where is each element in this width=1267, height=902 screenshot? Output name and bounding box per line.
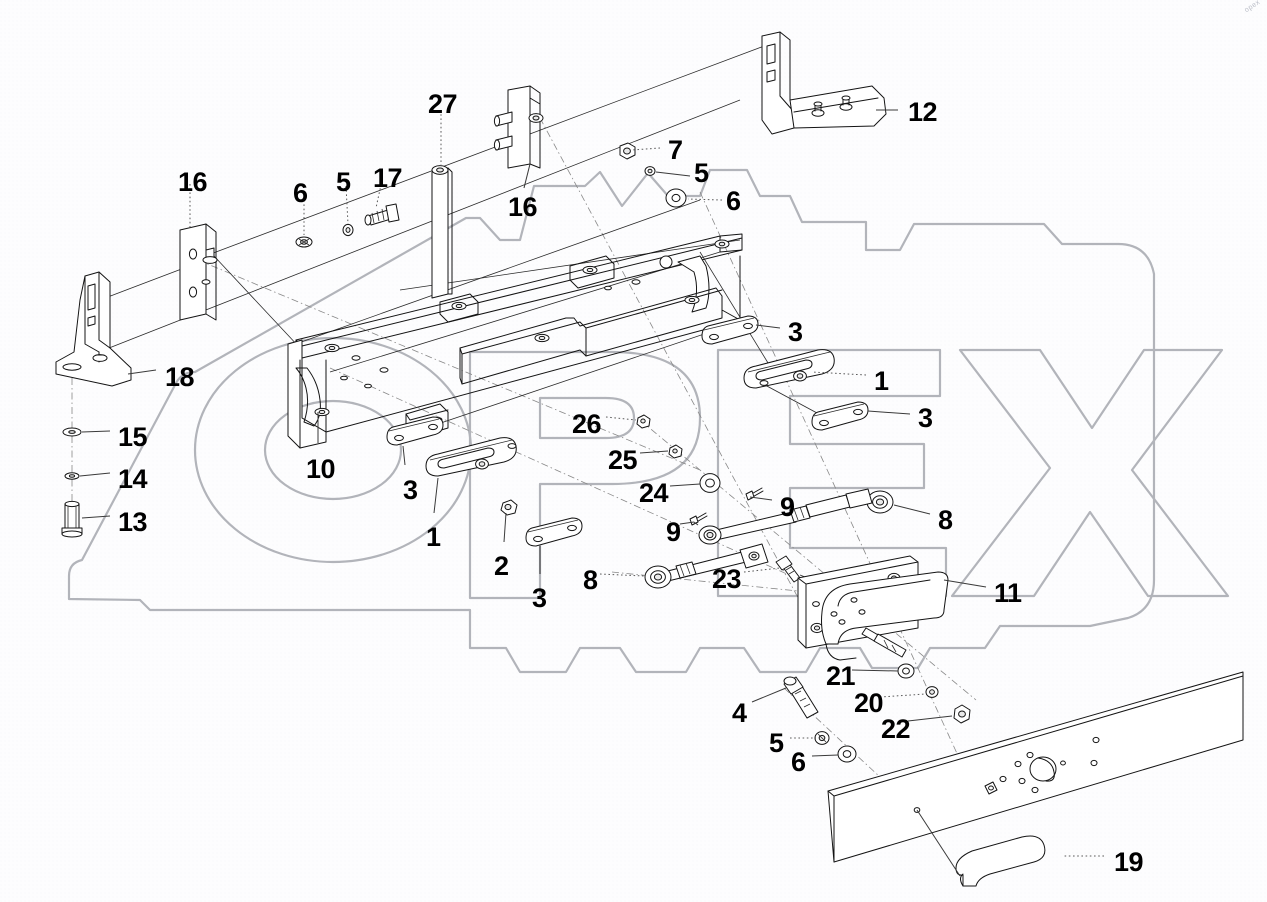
part-24-bushing <box>699 473 721 493</box>
part-3-link-bar-b <box>811 401 869 431</box>
callout-number-6: 6 <box>726 186 741 216</box>
part-6-washer-mid <box>665 188 687 208</box>
callout-number-25: 25 <box>608 445 638 475</box>
part-2-pin <box>500 499 518 516</box>
part-4-hex-bolt <box>783 676 819 719</box>
callout-number-6: 6 <box>293 178 308 208</box>
part-3-link-bar-d <box>525 517 583 547</box>
callout-number-5: 5 <box>694 158 709 188</box>
callout-number-12: 12 <box>908 97 938 127</box>
part-25-nut <box>668 444 683 459</box>
leader-lines <box>79 109 1104 877</box>
callout-number-3: 3 <box>788 317 803 347</box>
part-6-washer-top <box>295 236 313 248</box>
part-14-washer <box>64 472 80 480</box>
part-8-rod-end-upper <box>698 488 894 545</box>
part-1-slotted-arm-b <box>425 437 517 477</box>
part-19-bumper-bar <box>827 671 1244 887</box>
part-8-rod-end-lower <box>644 543 769 589</box>
part-5-lockwasher-mid <box>644 166 656 176</box>
part-5-lockwasher-low <box>814 731 830 745</box>
callout-number-9: 9 <box>780 492 795 522</box>
callout-number-8: 8 <box>938 505 953 535</box>
part-26-nut <box>636 414 651 429</box>
callout-number-5: 5 <box>769 728 784 758</box>
part-16-upper-plate-bracket <box>493 85 544 169</box>
callout-number-22: 22 <box>881 714 911 744</box>
callout-number-3: 3 <box>918 403 933 433</box>
part-13-screw <box>61 500 83 538</box>
part-7-nut <box>619 142 636 160</box>
part-3-link-bar-c <box>386 416 444 446</box>
watermark-letter-x <box>950 348 1230 598</box>
callout-number-24: 24 <box>639 478 669 508</box>
callout-number-8: 8 <box>583 565 598 595</box>
callout-number-21: 21 <box>826 661 856 691</box>
callout-number-7: 7 <box>668 135 683 165</box>
callout-number-16: 16 <box>178 167 208 197</box>
callout-number-27: 27 <box>428 89 458 119</box>
part-23-bolt <box>775 555 801 583</box>
callout-number-26: 26 <box>572 409 602 439</box>
callout-number-3: 3 <box>532 583 547 613</box>
callout-number-2: 2 <box>494 551 509 581</box>
part-1-slotted-arm-a <box>743 349 835 389</box>
callout-number-20: 20 <box>854 688 884 718</box>
callout-number-13: 13 <box>118 507 148 537</box>
part-3-link-bar-a <box>701 315 759 345</box>
part-16-left-plate-bracket <box>179 223 218 321</box>
callout-number-3: 3 <box>403 475 418 505</box>
watermark-letter-p <box>468 350 702 600</box>
part-18-angle-bracket <box>55 271 132 387</box>
callout-number-1: 1 <box>874 366 889 396</box>
callout-number-4: 4 <box>732 698 747 728</box>
part-5-lockwasher-top <box>342 223 354 237</box>
callout-number-15: 15 <box>118 422 148 452</box>
part-11-latch-plate-assembly <box>797 555 949 661</box>
part-20-lockwasher <box>925 686 939 698</box>
callout-number-10: 10 <box>306 454 336 484</box>
callout-number-9: 9 <box>666 517 681 547</box>
callout-number-6: 6 <box>791 747 806 777</box>
part-17-hex-bolt <box>364 203 400 226</box>
watermark-outline-shape <box>67 168 1156 674</box>
part-12-angle-bracket-right <box>761 31 887 135</box>
part-22-nut <box>953 704 971 724</box>
part-9-cotter-pin-b <box>689 512 708 526</box>
callout-number-23: 23 <box>712 564 742 594</box>
part-21-washer <box>897 663 915 679</box>
callout-number-19: 19 <box>1114 847 1144 877</box>
callout-number-1: 1 <box>426 522 441 552</box>
callout-number-16: 16 <box>508 192 538 222</box>
callout-number-5: 5 <box>336 167 351 197</box>
part-27-vertical-bar <box>431 165 453 299</box>
callout-number-11: 11 <box>994 578 1022 608</box>
part-6-washer-low <box>837 745 857 763</box>
callout-number-17: 17 <box>373 163 403 193</box>
watermark-letter-e <box>716 348 948 598</box>
part-15-washer <box>62 427 82 437</box>
callout-number-18: 18 <box>165 362 195 392</box>
callout-number-14: 14 <box>118 464 148 494</box>
